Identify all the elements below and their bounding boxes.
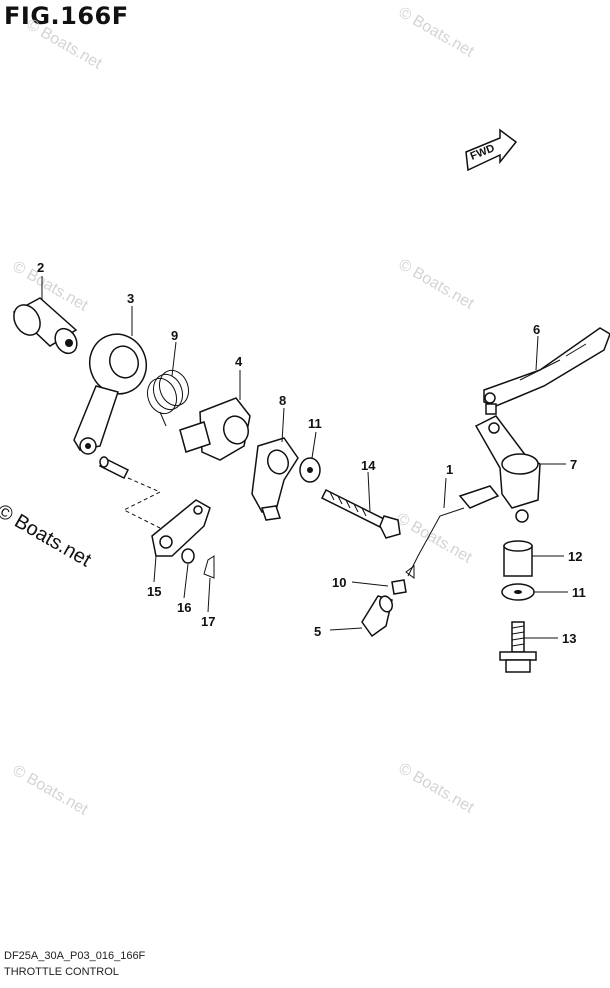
part-9-spring [146, 369, 190, 427]
callout-6: 6 [533, 322, 540, 337]
part-4-cam [179, 397, 251, 461]
part-11-washer [299, 457, 321, 483]
callout-17: 17 [201, 614, 215, 629]
part-3-lever [73, 333, 147, 455]
part-11-washer-2 [501, 583, 535, 601]
callout-12: 12 [568, 549, 582, 564]
part-1-rod [405, 485, 500, 579]
callout-16: 16 [177, 600, 191, 615]
callout-13: 13 [562, 631, 576, 646]
part-13-bolt [499, 621, 537, 673]
callout-5: 5 [314, 624, 321, 639]
callout-10: 10 [332, 575, 346, 590]
part-pin [98, 456, 130, 480]
callout-14: 14 [361, 458, 376, 473]
callout-3: 3 [127, 291, 134, 306]
part-8-arm [251, 437, 299, 521]
callouts: 1 2 3 4 5 6 7 8 9 10 11 11 12 13 14 15 1… [37, 260, 586, 646]
callout-1: 1 [446, 462, 453, 477]
part-2-sleeve [12, 297, 78, 355]
part-14-bolt [320, 488, 401, 539]
diagram-caption: THROTTLE CONTROL [4, 966, 119, 978]
part-10-nut [391, 579, 407, 595]
callout-8: 8 [279, 393, 286, 408]
callout-11-upper: 11 [308, 416, 322, 431]
callout-2: 2 [37, 260, 44, 275]
callout-11-lower: 11 [572, 585, 586, 600]
part-17-clip [203, 555, 215, 579]
part-6-link-arm [483, 327, 610, 415]
part-12-collar [503, 540, 533, 577]
part-15-link [151, 499, 211, 557]
figure-title: FIG.166F [4, 2, 129, 30]
callout-15: 15 [147, 584, 161, 599]
leader-lines [41, 276, 568, 639]
fwd-arrow-icon: FWD [465, 128, 518, 172]
part-7-lever [474, 415, 541, 523]
part-16-washer [181, 548, 195, 564]
callout-7: 7 [570, 457, 577, 472]
callout-9: 9 [171, 328, 178, 343]
diagram-code: DF25A_30A_P03_016_166F [4, 950, 146, 962]
callout-4: 4 [235, 354, 243, 369]
part-5-ball-joint [361, 595, 394, 638]
